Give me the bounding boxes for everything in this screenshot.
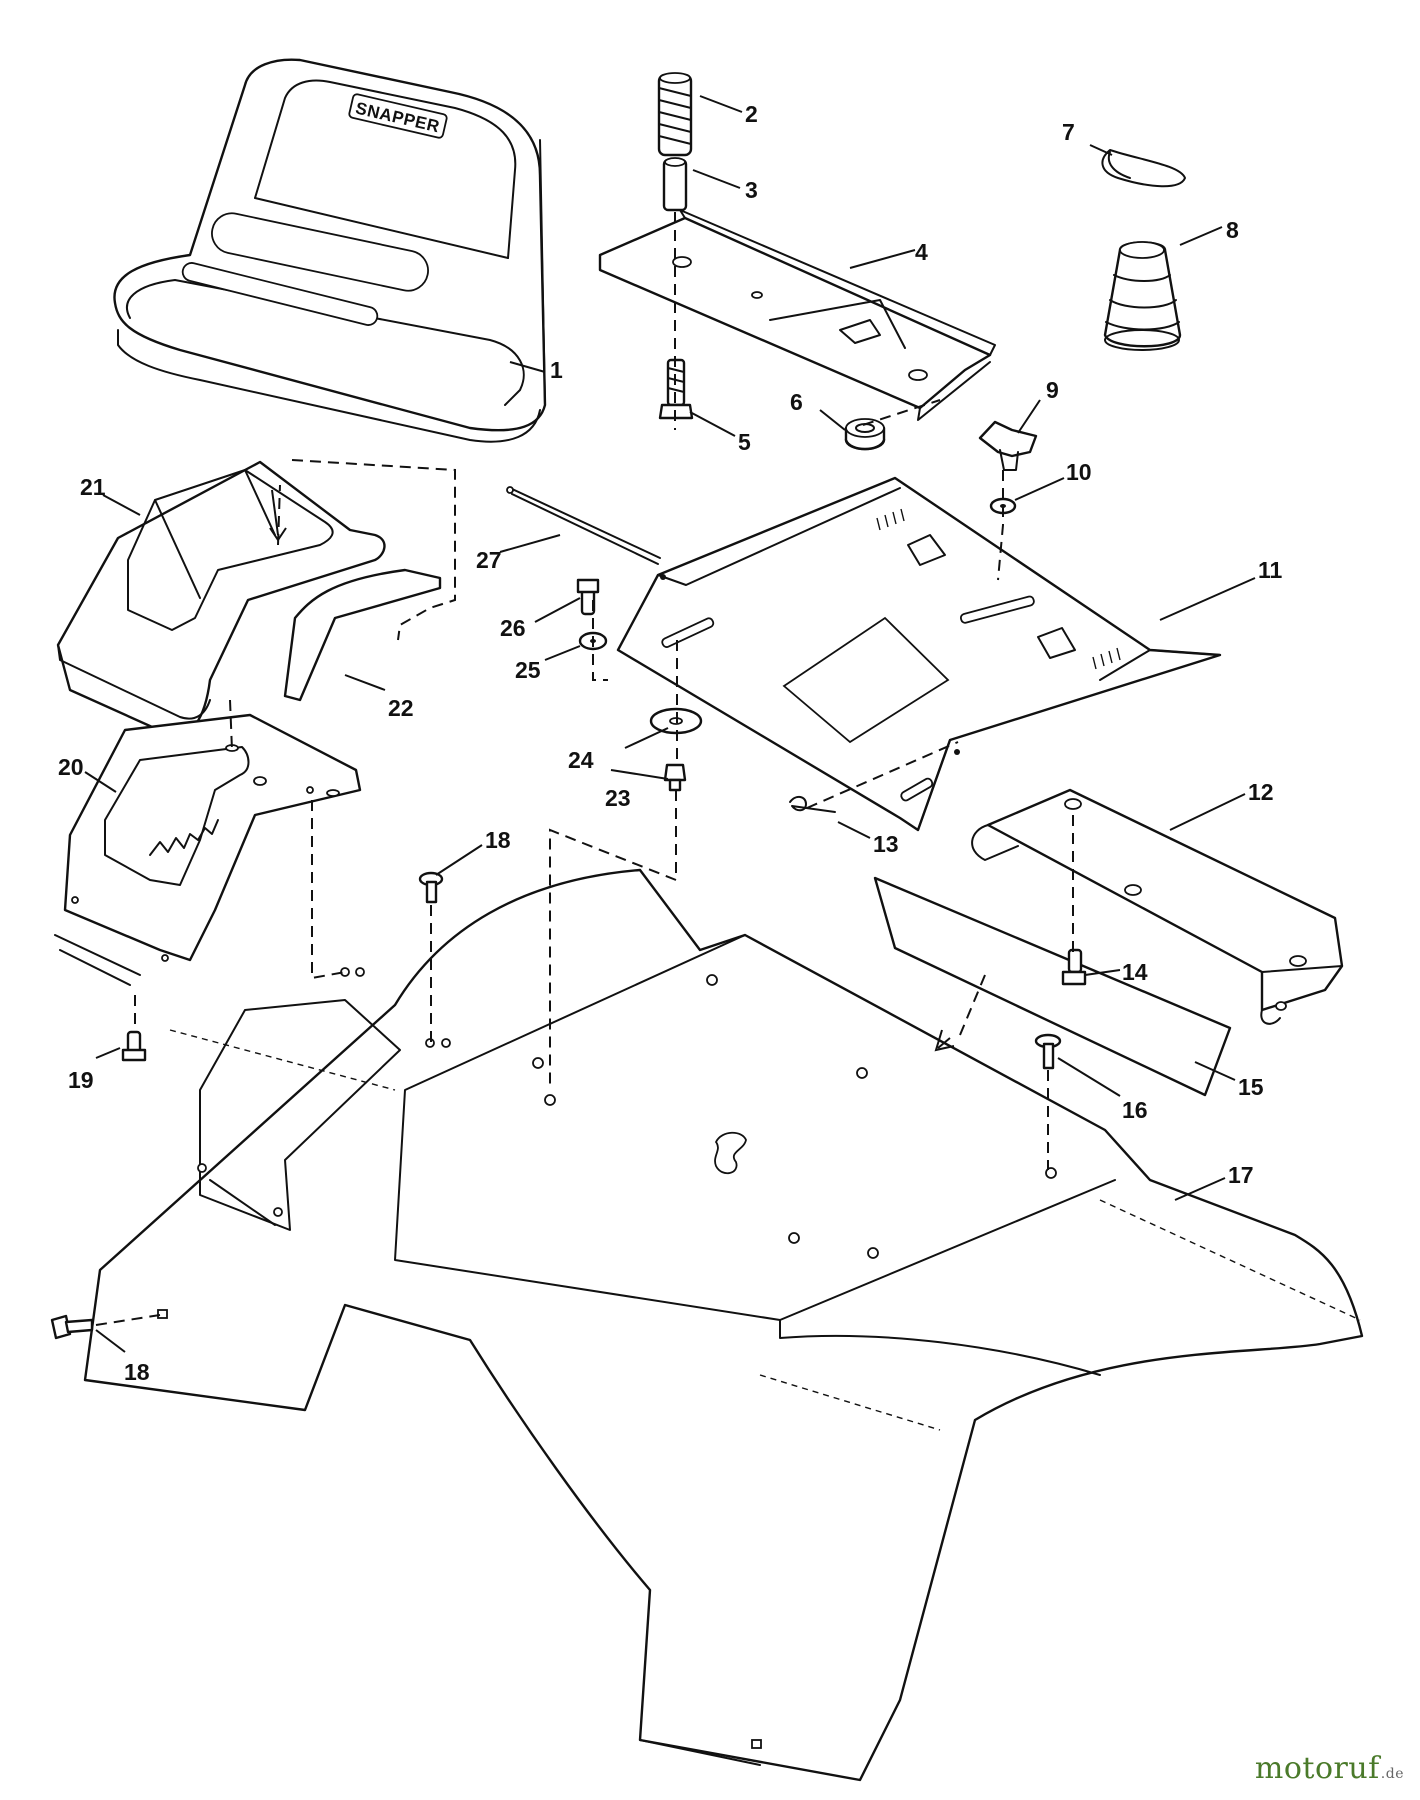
callout-8: 8	[1226, 217, 1239, 243]
callout-25: 25	[515, 657, 541, 683]
callout-labels: 1 2 3 4 5 6 7 8 9 10 11 12 13 14 15 16 1…	[58, 101, 1283, 1385]
screw-part-19	[121, 1030, 147, 1062]
seat-pan-part	[616, 476, 1222, 832]
watermark-suffix: .de	[1380, 1766, 1404, 1782]
callout-14: 14	[1122, 959, 1148, 985]
callout-9: 9	[1046, 377, 1059, 403]
callout-26: 26	[500, 615, 526, 641]
callout-19: 19	[68, 1067, 94, 1093]
bushing-part	[844, 418, 886, 451]
callout-16: 16	[1122, 1097, 1148, 1123]
callout-leaders	[84, 95, 1256, 1353]
knob-part	[978, 420, 1038, 471]
callout-10: 10	[1066, 459, 1092, 485]
callout-11: 11	[1258, 557, 1283, 583]
site-watermark-logo: motoruf.de	[1255, 1751, 1404, 1786]
pin-part	[662, 157, 688, 212]
callout-27: 27	[476, 547, 502, 573]
nut-part	[663, 763, 687, 792]
callout-6: 6	[790, 389, 803, 415]
callout-13: 13	[873, 831, 899, 857]
screw-part-16	[1034, 1033, 1062, 1070]
decal-strip-part	[283, 568, 442, 702]
callout-7: 7	[1062, 119, 1075, 145]
callout-23: 23	[605, 785, 631, 811]
screw-part-18-lower	[50, 1314, 94, 1340]
support-bracket-part	[971, 788, 1344, 1025]
bolt-small-part	[576, 578, 600, 616]
callout-17: 17	[1228, 1162, 1254, 1188]
callout-18-upper: 18	[485, 827, 511, 853]
pivot-rod-part	[506, 486, 661, 565]
seat-part: SNAPPER	[113, 58, 547, 443]
assembly-lines	[95, 212, 1074, 1326]
callout-18-lower: 18	[124, 1359, 150, 1385]
screw-part-14	[1061, 948, 1087, 986]
watermark-text: motoruf	[1254, 1751, 1380, 1786]
callout-20: 20	[58, 754, 84, 780]
callout-22: 22	[388, 695, 414, 721]
bolt-part	[658, 358, 694, 420]
callout-15: 15	[1238, 1074, 1264, 1100]
shift-plate-part	[54, 713, 362, 986]
callout-12: 12	[1248, 779, 1274, 805]
flat-plate-part	[873, 876, 1232, 1097]
callout-4: 4	[915, 239, 928, 265]
callout-21: 21	[80, 474, 106, 500]
callout-5: 5	[738, 429, 751, 455]
spring-part	[657, 72, 693, 157]
seat-bracket-part	[598, 209, 996, 421]
callout-3: 3	[745, 177, 758, 203]
clip-part	[1101, 149, 1186, 188]
rear-fender-part	[83, 868, 1364, 1782]
callout-1: 1	[550, 357, 563, 383]
callout-2: 2	[745, 101, 758, 127]
screw-part-18-upper	[418, 871, 444, 904]
callout-24: 24	[568, 747, 594, 773]
hairpin-clip-part	[789, 796, 836, 813]
rubber-bumper-part	[1103, 241, 1182, 351]
